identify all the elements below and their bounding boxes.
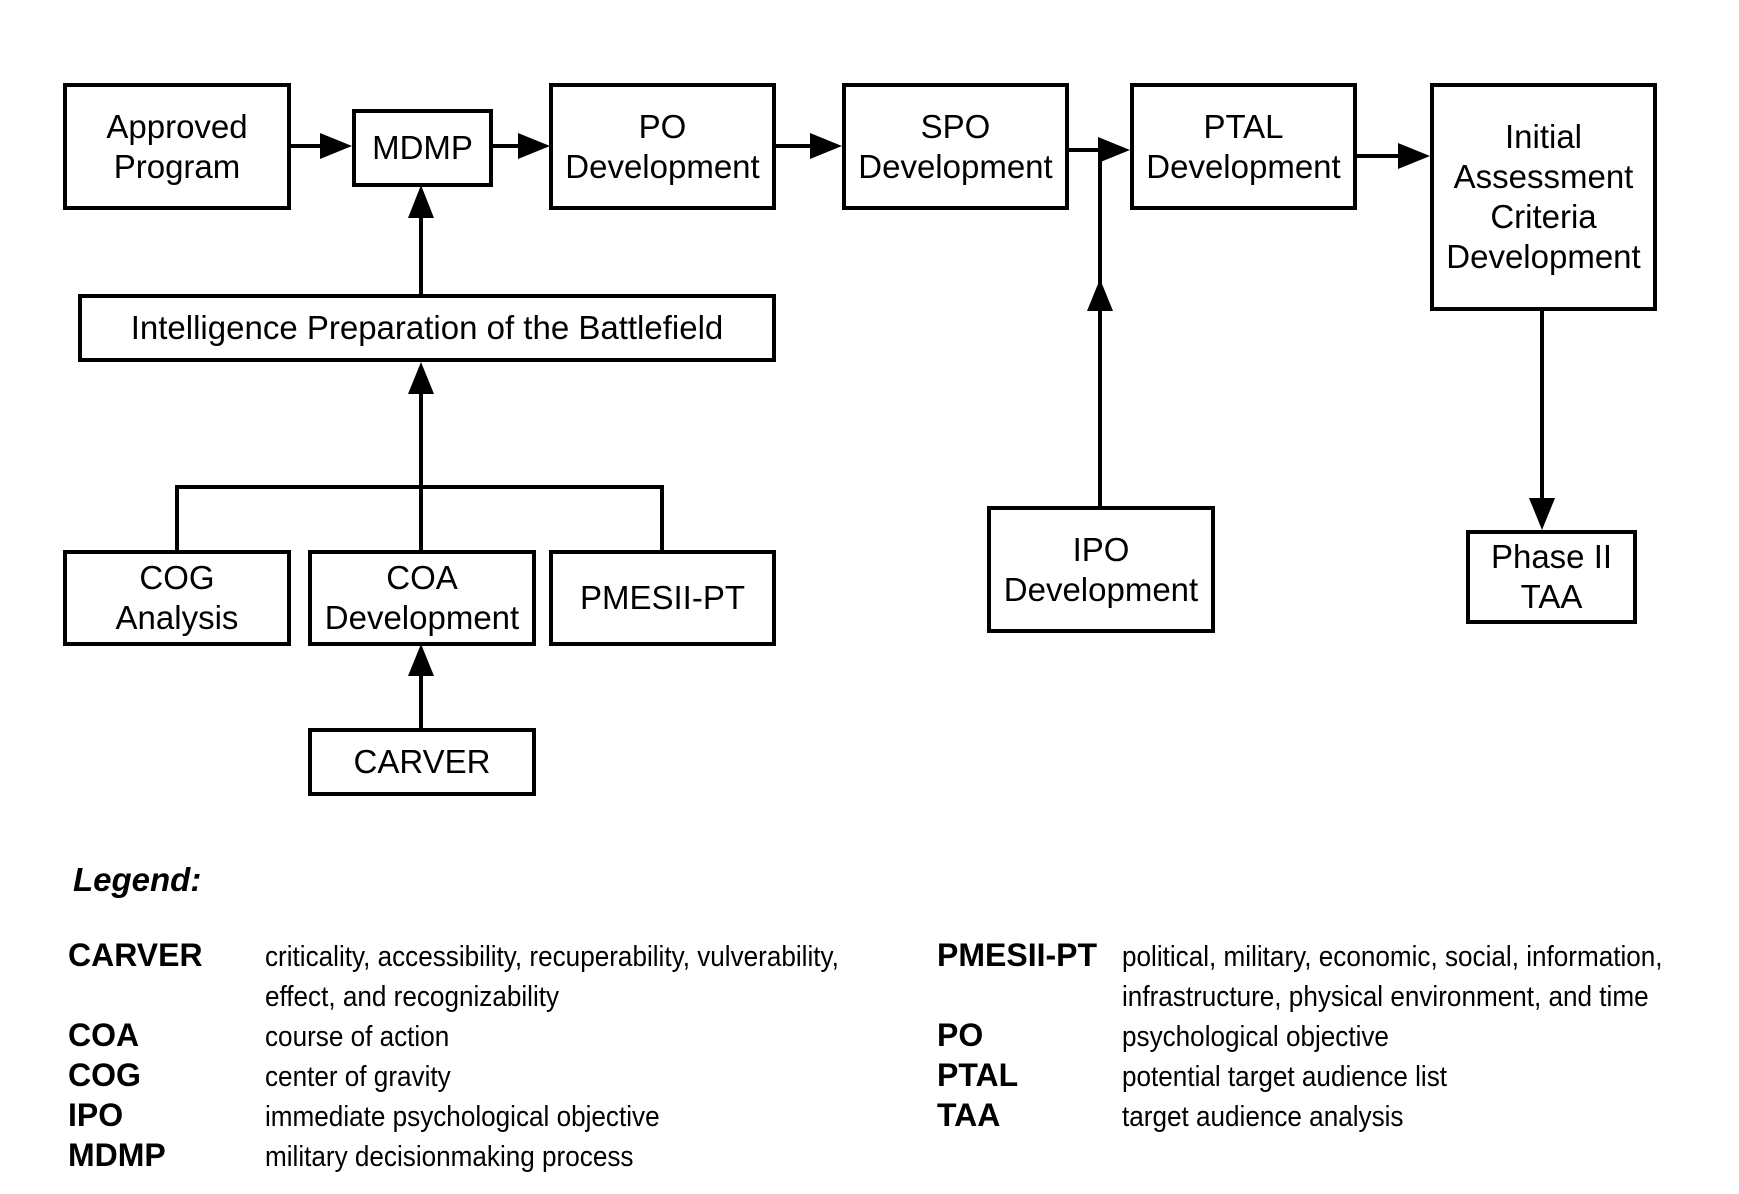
label-phase2-taa: Phase II TAA — [1490, 538, 1613, 615]
legend-abbr-ipo: IPO — [68, 1097, 124, 1133]
legend-def-cog: center of gravity — [265, 1061, 451, 1093]
arrowhead-po — [518, 133, 550, 159]
legend-def-mdmp: military decisionmaking process — [265, 1141, 634, 1173]
box-coa-development: COA Development — [308, 550, 536, 646]
legend-def-po: psychological objective — [1122, 1021, 1389, 1053]
box-cog-analysis: COG Analysis — [63, 550, 291, 646]
arrowhead-coa — [408, 644, 434, 676]
legend-title: Legend: — [73, 861, 202, 898]
label-ipo-development: IPO Development — [1003, 530, 1199, 608]
legend-abbr-taa: TAA — [937, 1097, 1001, 1133]
arrowhead-initial — [1398, 143, 1430, 169]
label-pmesii-pt: PMESII-PT — [579, 579, 746, 616]
label-ptal-development: PTAL Development — [1146, 107, 1341, 185]
box-pmesii-pt: PMESII-PT — [549, 550, 776, 646]
box-po-development: PO Development — [549, 83, 776, 210]
legend-abbr-pmesii-pt: PMESII-PT — [937, 937, 1098, 973]
arrowhead-mdmp — [320, 133, 352, 159]
legend-abbr-cog: COG — [68, 1057, 141, 1093]
legend-def-taa: target audience analysis — [1122, 1101, 1404, 1133]
label-cog-analysis: COG Analysis — [115, 559, 239, 636]
box-mdmp: MDMP — [352, 109, 493, 187]
label-po-development: PO Development — [565, 107, 760, 185]
label-carver: CARVER — [353, 743, 491, 780]
box-approved-program: Approved Program — [63, 83, 291, 210]
box-ipb: Intelligence Preparation of the Battlefi… — [78, 294, 776, 362]
box-ipo-development: IPO Development — [987, 506, 1215, 633]
legend-abbr-coa: COA — [68, 1017, 140, 1053]
arrowhead-ipo-up — [1087, 279, 1113, 311]
legend-abbr-ptal: PTAL — [937, 1057, 1019, 1093]
label-spo-development: SPO Development — [858, 107, 1053, 185]
box-initial-assessment: Initial Assessment Criteria Development — [1430, 83, 1657, 311]
legend-abbr-carver: CARVER — [68, 937, 203, 973]
legend-abbr-mdmp: MDMP — [68, 1137, 166, 1173]
box-ptal-development: PTAL Development — [1130, 83, 1357, 210]
arrowhead-ptal — [1098, 137, 1130, 163]
label-ipb: Intelligence Preparation of the Battlefi… — [130, 309, 724, 346]
label-approved-program: Approved Program — [106, 107, 248, 185]
label-initial-assessment: Initial Assessment Criteria Development — [1446, 118, 1641, 275]
legend-def-pmesii-pt: political, military, economic, social, i… — [1122, 941, 1663, 1013]
arrowhead-mdmp-bottom — [408, 185, 434, 218]
legend-abbr-po: PO — [937, 1017, 984, 1053]
arrowhead-phase2 — [1529, 498, 1555, 530]
legend-def-carver: criticality, accessibility, recuperabili… — [265, 941, 839, 1013]
arrowhead-ipb — [408, 362, 434, 394]
legend-def-ipo: immediate psychological objective — [265, 1101, 660, 1133]
legend-def-coa: course of action — [265, 1021, 450, 1053]
box-carver: CARVER — [308, 728, 536, 796]
box-spo-development: SPO Development — [842, 83, 1069, 210]
legend-def-ptal: potential target audience list — [1122, 1061, 1448, 1093]
arrowhead-spo — [810, 133, 842, 159]
label-mdmp: MDMP — [372, 129, 473, 166]
label-coa-development: COA Development — [324, 559, 520, 636]
bracket-line — [175, 485, 664, 550]
box-phase2-taa: Phase II TAA — [1466, 530, 1637, 624]
